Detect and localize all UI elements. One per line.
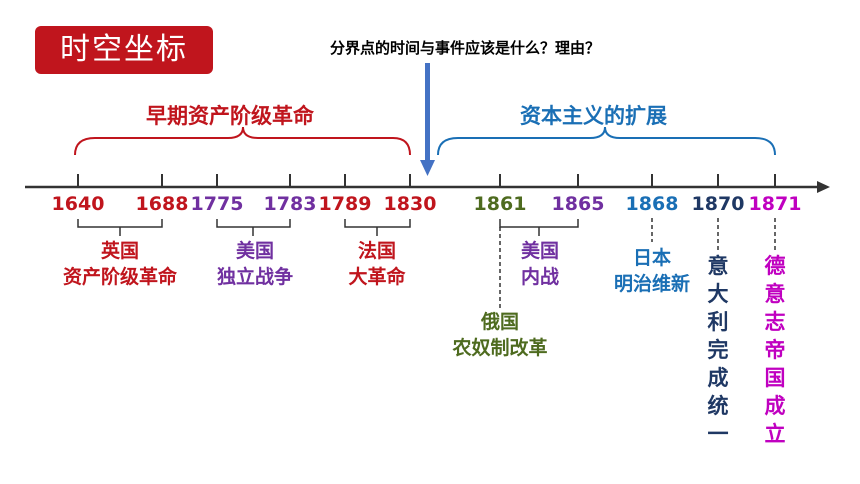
- axis-ticks: [77, 174, 776, 187]
- event-russia-line1: 俄国: [480, 311, 520, 333]
- year-1830: 1830: [383, 193, 437, 215]
- year-1640: 1640: [51, 193, 105, 215]
- event-italy: 意大利完成统一: [707, 254, 729, 446]
- timeline-axis-arrowhead: [817, 181, 830, 193]
- year-1871: 1871: [748, 193, 802, 215]
- year-1865: 1865: [551, 193, 605, 215]
- event-usa-civil-war: 美国 内战: [521, 238, 559, 290]
- bracket-usa-civil-war: [499, 219, 579, 236]
- question-text: 分界点的时间与事件应该是什么？理由？: [330, 39, 601, 57]
- title-text: 时空坐标: [60, 32, 188, 67]
- year-1775: 1775: [190, 193, 244, 215]
- bracket-france: [344, 219, 411, 236]
- divider-arrow-head: [420, 160, 435, 176]
- period-label-early: 早期资产阶级革命: [146, 104, 314, 128]
- event-japan-line2: 明治维新: [613, 273, 691, 295]
- event-usa-independence-line1: 美国: [235, 240, 275, 262]
- divider-arrow-shaft: [425, 63, 430, 160]
- year-1789: 1789: [318, 193, 372, 215]
- event-england: 英国 资产阶级革命: [63, 238, 177, 290]
- event-usa-independence-line2: 独立战争: [216, 266, 294, 288]
- year-1688: 1688: [135, 193, 189, 215]
- event-russia: 俄国 农奴制改革: [452, 309, 547, 361]
- year-1870: 1870: [691, 193, 745, 215]
- event-england-line1: 英国: [100, 240, 140, 262]
- event-france-line2: 大革命: [348, 266, 406, 288]
- event-usa-civil-war-line1: 美国: [520, 240, 560, 262]
- event-france: 法国 大革命: [348, 238, 405, 290]
- period-brace-early: [74, 126, 411, 156]
- year-1783: 1783: [263, 193, 317, 215]
- period-brace-expansion: [437, 126, 776, 156]
- event-usa-civil-war-line2: 内战: [520, 266, 560, 288]
- period-label-expansion: 资本主义的扩展: [520, 104, 667, 128]
- bracket-england: [77, 219, 163, 236]
- event-germany: 德意志帝国成立: [764, 254, 786, 446]
- event-usa-independence: 美国 独立战争: [217, 238, 293, 290]
- event-france-line1: 法国: [357, 240, 397, 262]
- event-england-line2: 资产阶级革命: [62, 266, 178, 288]
- bracket-usa-independence: [216, 219, 291, 236]
- year-1868: 1868: [625, 193, 679, 215]
- event-japan-line1: 日本: [632, 247, 672, 269]
- event-japan: 日本 明治维新: [614, 245, 690, 297]
- year-1861: 1861: [473, 193, 527, 215]
- event-russia-line2: 农奴制改革: [452, 337, 548, 359]
- title-banner: 时空坐标: [35, 26, 213, 74]
